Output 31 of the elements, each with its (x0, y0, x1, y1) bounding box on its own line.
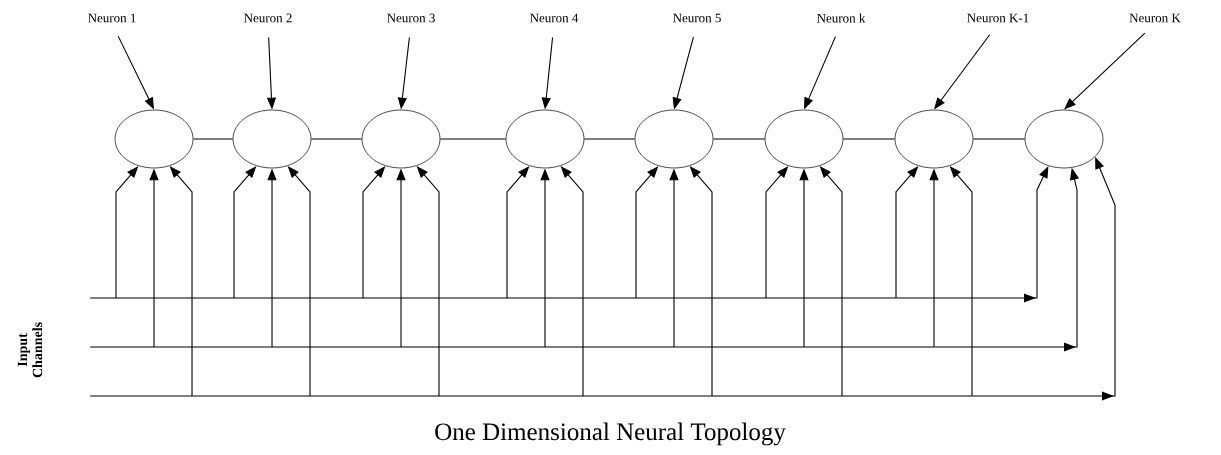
connector-line (972, 138, 1026, 140)
neuron-ellipse (505, 109, 585, 169)
neuron-label: Neuron 2 (244, 13, 292, 23)
neuron-label: Neuron k (817, 13, 866, 23)
connector-line (583, 138, 636, 140)
channel-line (90, 346, 935, 348)
neuron-ellipse (361, 109, 441, 169)
channel-line (90, 297, 897, 299)
neuron-ellipse (634, 109, 714, 169)
arrow (971, 157, 1116, 401)
connector-line (310, 138, 363, 140)
channel-line (90, 395, 973, 397)
neuron-ellipse (1024, 109, 1104, 169)
connector-line (192, 138, 234, 140)
neuron-label: Neuron 3 (387, 13, 435, 23)
arrow (1064, 32, 1146, 110)
neuron-ellipse (232, 109, 312, 169)
neuron-label: Neuron K (1129, 13, 1181, 23)
neuron-label: Neuron 1 (88, 13, 136, 23)
axis-label: Input Channels (17, 322, 43, 378)
neuron-label: Neuron 4 (530, 13, 579, 23)
caption: One Dimensional Neural Topology (435, 422, 786, 446)
connector-line (842, 138, 896, 140)
connector-line (439, 138, 507, 140)
connector-line (712, 138, 766, 140)
arrow (895, 166, 1049, 303)
neuron-ellipse (894, 109, 974, 169)
neuron-label: Neuron 5 (673, 13, 721, 23)
neuron-ellipse (764, 109, 844, 169)
neuron-label: Neuron K-1 (967, 13, 1029, 23)
neuron-ellipse (114, 109, 194, 169)
